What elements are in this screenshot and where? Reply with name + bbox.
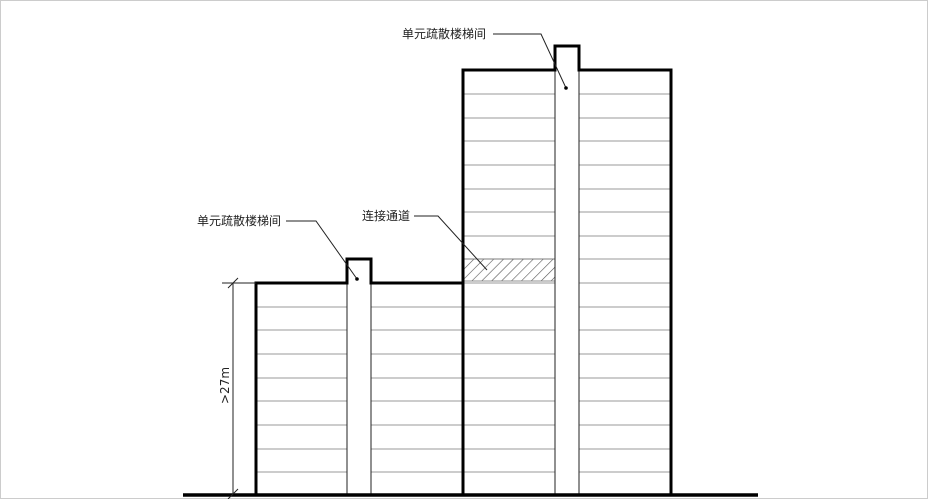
leader-dot-low-stair <box>355 277 359 281</box>
stair-shaft-lines <box>346 71 580 494</box>
label-low-stair: 单元疏散楼梯间 <box>197 213 281 228</box>
label-connection: 连接通道 <box>362 208 410 223</box>
label-high-stair: 单元疏散楼梯间 <box>402 26 486 41</box>
leader-high-stair <box>493 33 567 89</box>
height-dimension-label: >27m <box>218 367 232 404</box>
connection-corridor-hatch <box>462 258 556 282</box>
low-building-outline <box>254 257 463 494</box>
leader-connection <box>414 215 488 271</box>
low-building-floor-lines <box>257 306 462 473</box>
leader-dot-high-stair <box>564 86 568 90</box>
high-building-outline <box>461 44 673 494</box>
height-dimension <box>222 277 256 499</box>
high-building-floor-lines <box>463 93 670 473</box>
leader-low-stair <box>286 220 358 280</box>
